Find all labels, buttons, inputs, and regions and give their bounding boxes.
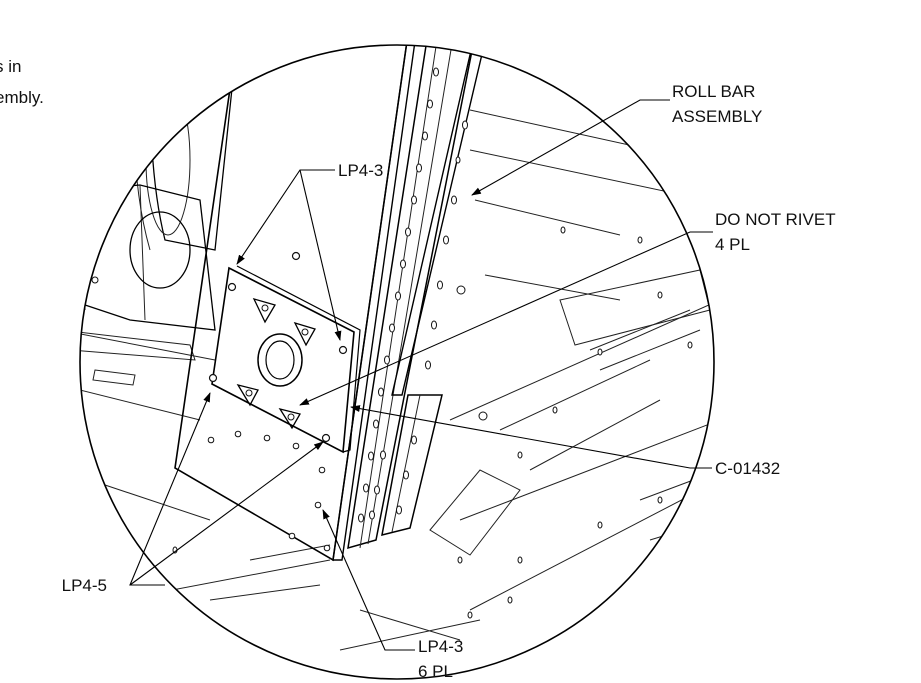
do-not-rivet-label-line1: DO NOT RIVET xyxy=(715,210,836,229)
lp4-5-label: LP4-5 xyxy=(62,576,107,595)
detail-circle xyxy=(79,44,715,680)
roll-bar-label-line2: ASSEMBLY xyxy=(672,107,762,126)
lp4-3-6pl-label-line2: 6 PL xyxy=(418,662,453,681)
roll-bar-rails xyxy=(347,45,491,550)
rail-holes xyxy=(358,67,468,523)
floor-holes xyxy=(172,226,693,619)
leader-lines xyxy=(129,99,713,651)
column-holes xyxy=(207,251,331,552)
cylinder-component xyxy=(100,59,236,251)
roll-bar-label-line1: ROLL BAR xyxy=(672,82,755,101)
detail-view xyxy=(80,45,714,651)
lp4-3-top-label: LP4-3 xyxy=(338,161,383,180)
roll-bar-column xyxy=(174,45,419,562)
note-text-line2: embly. xyxy=(0,88,44,107)
note-text-line1: s in xyxy=(0,57,21,76)
doubler-plate xyxy=(208,265,361,454)
c-01432-label: C-01432 xyxy=(715,459,780,478)
lp4-3-6pl-label-line1: LP4-3 xyxy=(418,637,463,656)
do-not-rivet-label-line2: 4 PL xyxy=(715,235,750,254)
